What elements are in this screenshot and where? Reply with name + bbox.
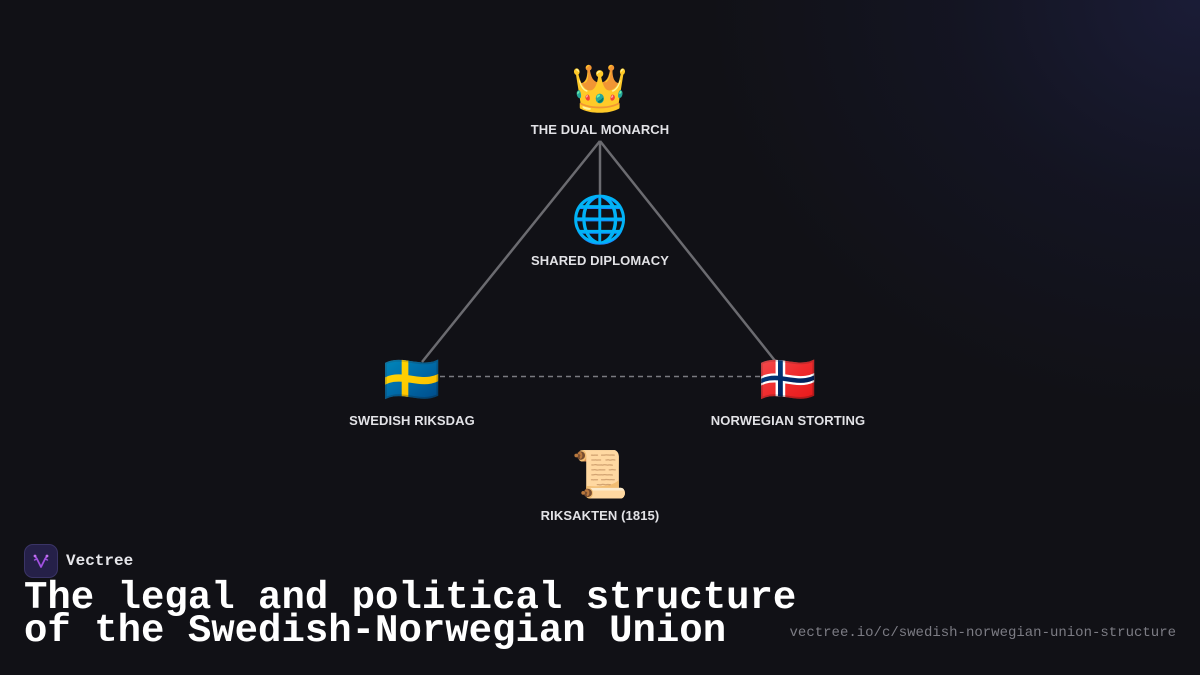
crown-icon: 👑 [571,61,629,115]
node-label: RIKSAKTEN (1815) [540,508,660,523]
norway-flag-icon: 🇳🇴 [759,352,817,406]
node-label: THE DUAL MONARCH [530,122,670,137]
node-swedish-riksdag[interactable]: 🇸🇪 SWEDISH RIKSDAG [349,351,475,428]
node-norwegian-storting[interactable]: 🇳🇴 NORWEGIAN STORTING [711,351,865,428]
node-label: NORWEGIAN STORTING [710,413,866,428]
edge-monarch-storting [599,140,777,363]
source-url: vectree.io/c/swedish-norwegian-union-str… [789,625,1176,641]
title-line-1: The legal and political structure [24,576,797,620]
node-riksakten[interactable]: 📜 RIKSAKTEN (1815) [541,446,660,523]
brand: Vectree [24,544,133,578]
title-line-2: of the Swedish-Norwegian Union [24,609,727,653]
globe-icon: 🌐 [571,192,629,246]
node-label: SHARED DIPLOMACY [530,253,670,268]
node-dual-monarch[interactable]: 👑 THE DUAL MONARCH [531,60,670,137]
sweden-flag-icon: 🇸🇪 [383,352,441,406]
node-label: SWEDISH RIKSDAG [349,413,475,428]
vectree-logo-icon [24,544,58,578]
edge-monarch-riksdag [421,140,601,363]
brand-name: Vectree [66,552,134,570]
scroll-icon: 📜 [571,447,629,501]
node-shared-diplomacy[interactable]: 🌐 SHARED DIPLOMACY [531,191,669,268]
page-title: The legal and political structure of the… [24,576,797,653]
